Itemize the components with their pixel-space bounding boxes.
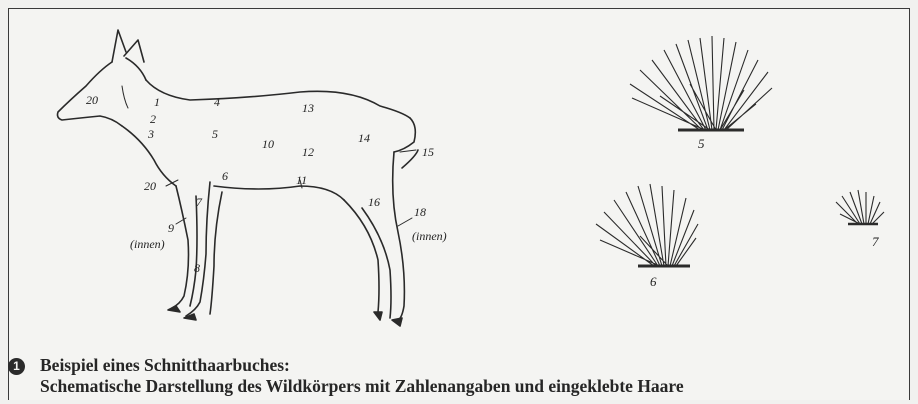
label-11: 11 — [296, 173, 307, 187]
label-18: 18 — [414, 205, 426, 219]
label-13: 13 — [302, 101, 314, 115]
label-9: 9 — [168, 221, 174, 235]
label-10: 10 — [262, 137, 274, 151]
hind-leg-1 — [344, 200, 379, 312]
label-5: 5 — [212, 127, 218, 141]
caption-text: Schematische Darstellung des Wildkörpers… — [40, 376, 910, 397]
label-innen-left: (innen) — [130, 237, 165, 251]
label-innen-right: (innen) — [412, 229, 447, 243]
label-14: 14 — [358, 131, 370, 145]
figure-caption: 1 Beispiel eines Schnitthaarbuches: Sche… — [40, 355, 910, 397]
label-1: 1 — [154, 95, 160, 109]
figure-number-icon: 1 — [8, 358, 25, 375]
deer-outline — [58, 30, 419, 326]
label-19: 20 — [86, 93, 98, 107]
hind-leg-2 — [393, 152, 405, 320]
label-3: 3 — [147, 127, 154, 141]
back-line — [146, 80, 410, 118]
label-6: 6 — [222, 169, 228, 183]
caption-title: Beispiel eines Schnitthaarbuches: — [40, 355, 910, 376]
hair-sample-7 — [836, 190, 884, 224]
label-8: 8 — [194, 261, 200, 275]
label-12: 12 — [302, 145, 314, 159]
ear-left — [112, 30, 126, 62]
label-2: 2 — [150, 112, 156, 126]
hair-label-7: 7 — [872, 234, 879, 249]
label-4: 4 — [214, 95, 220, 109]
front-leg-1 — [172, 186, 189, 308]
hair-sample-6 — [596, 184, 698, 266]
label-20: 20 — [144, 179, 156, 193]
hair-label-6: 6 — [650, 274, 657, 289]
belly — [214, 186, 344, 200]
label-15: 15 — [422, 145, 434, 159]
hair-sample-5 — [630, 36, 772, 130]
hair-label-5: 5 — [698, 136, 705, 151]
label-7: 7 — [196, 195, 203, 209]
label-16: 16 — [368, 195, 380, 209]
